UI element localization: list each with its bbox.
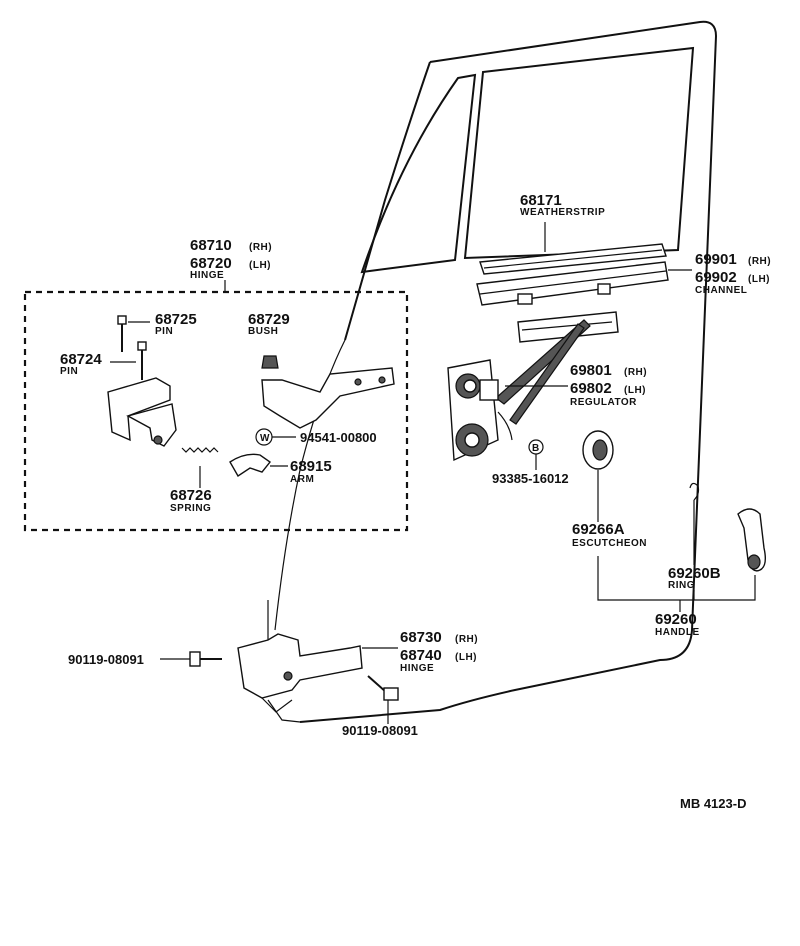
hinge-lower-lh-tag: (LH) bbox=[455, 652, 477, 663]
label-spring: 68726 SPRING bbox=[170, 487, 212, 514]
channel-part bbox=[476, 261, 692, 306]
channel-number-rh: 69901 bbox=[695, 251, 737, 268]
bush-part bbox=[261, 355, 279, 369]
channel-lh-tag: (LH) bbox=[748, 274, 770, 285]
bolt-b-symbol: B bbox=[532, 443, 540, 454]
channel-name: CHANNEL bbox=[695, 285, 747, 296]
diagram-code: MB 4123-D bbox=[680, 796, 746, 811]
label-bolt-b: B 93385-16012 bbox=[492, 443, 569, 486]
escutcheon-part bbox=[582, 430, 614, 522]
handle-number: 69260 bbox=[655, 611, 697, 628]
pin-68724-part bbox=[110, 341, 147, 380]
weatherstrip-part bbox=[479, 222, 667, 275]
lower-hinge-part bbox=[237, 600, 398, 713]
regulator-rh-tag: (RH) bbox=[624, 367, 647, 378]
ring-number: 69260B bbox=[668, 565, 721, 582]
escutcheon-number: 69266A bbox=[572, 521, 625, 538]
label-weatherstrip: 68171 WEATHERSTRIP bbox=[520, 192, 605, 218]
window-glass bbox=[360, 46, 695, 274]
washer-number: 94541-00800 bbox=[300, 430, 377, 445]
pin-68725-part bbox=[117, 315, 150, 352]
hinge-lower-rh-tag: (RH) bbox=[455, 634, 478, 645]
regulator-number-rh: 69801 bbox=[570, 362, 612, 379]
label-handle: 69260 HANDLE bbox=[655, 611, 700, 638]
hinge-lower-number-lh: 68740 bbox=[400, 647, 442, 664]
channel-rh-tag: (RH) bbox=[748, 256, 771, 267]
arm-number: 68915 bbox=[290, 458, 332, 475]
spring-number: 68726 bbox=[170, 487, 212, 504]
upper-hinge-kit-box bbox=[23, 290, 409, 532]
bush-name: BUSH bbox=[248, 326, 278, 337]
spring-name: SPRING bbox=[170, 503, 211, 514]
pin-a-number: 68725 bbox=[155, 311, 197, 328]
label-arm: 68915 ARM bbox=[290, 458, 332, 485]
weatherstrip-number: 68171 bbox=[520, 192, 562, 209]
bolt-b-number: 93385-16012 bbox=[492, 471, 569, 486]
label-bush: 68729 BUSH bbox=[248, 311, 290, 337]
arm-name: ARM bbox=[290, 474, 314, 485]
regulator-lh-tag: (LH) bbox=[624, 385, 646, 396]
label-pin-68724: 68724 PIN bbox=[60, 351, 102, 377]
label-regulator: 69801 (RH) 69802 (LH) REGULATOR bbox=[570, 362, 647, 408]
regulator-number-lh: 69802 bbox=[570, 380, 612, 397]
label-pin-68725: 68725 PIN bbox=[155, 311, 197, 337]
regulator-name: REGULATOR bbox=[570, 397, 637, 408]
label-hinge-upper: 68710 (RH) 68720 (LH) HINGE bbox=[190, 237, 272, 281]
handle-part bbox=[597, 508, 767, 612]
washer-symbol: W bbox=[260, 433, 270, 444]
arm-part bbox=[229, 453, 288, 477]
weatherstrip-name: WEATHERSTRIP bbox=[520, 207, 605, 218]
label-ring: 69260B RING bbox=[668, 565, 721, 591]
pin-b-name: PIN bbox=[60, 366, 78, 377]
hinge-upper-lh-tag: (LH) bbox=[249, 260, 271, 271]
ring-name: RING bbox=[668, 580, 695, 591]
hinge-upper-rh-tag: (RH) bbox=[249, 242, 272, 253]
hinge-upper-name: HINGE bbox=[190, 270, 224, 281]
bolt-b-part bbox=[528, 439, 544, 470]
pin-b-number: 68724 bbox=[60, 351, 102, 368]
label-escutcheon: 69266A ESCUTCHEON bbox=[572, 521, 647, 549]
bush-number: 68729 bbox=[248, 311, 290, 328]
bolt-bottom-number: 90119-08091 bbox=[342, 723, 418, 738]
bolt-left-number: 90119-08091 bbox=[68, 652, 144, 667]
spring-part bbox=[181, 447, 219, 488]
hinge-upper-number-rh: 68710 bbox=[190, 237, 232, 254]
hinge-lower-name: HINGE bbox=[400, 663, 434, 674]
hinge-lower-number-rh: 68730 bbox=[400, 629, 442, 646]
channel-number-lh: 69902 bbox=[695, 269, 737, 286]
washer-w-part bbox=[255, 428, 296, 446]
door-outline bbox=[267, 20, 718, 723]
label-washer: W 94541-00800 bbox=[260, 430, 377, 445]
escutcheon-name: ESCUTCHEON bbox=[572, 538, 647, 549]
handle-name: HANDLE bbox=[655, 627, 700, 638]
label-hinge-lower: 68730 (RH) 68740 (LH) HINGE bbox=[400, 629, 478, 674]
bolt-bottom-part bbox=[367, 675, 399, 724]
ring-part bbox=[689, 482, 700, 565]
hinge-upper-number-lh: 68720 bbox=[190, 255, 232, 272]
label-channel: 69901 (RH) 69902 (LH) CHANNEL bbox=[695, 251, 771, 296]
upper-hinge-door-part bbox=[261, 367, 395, 429]
pin-a-name: PIN bbox=[155, 326, 173, 337]
regulator-part bbox=[447, 311, 619, 462]
upper-hinge-bracket-part bbox=[107, 377, 177, 447]
bolt-left-part bbox=[160, 651, 222, 667]
